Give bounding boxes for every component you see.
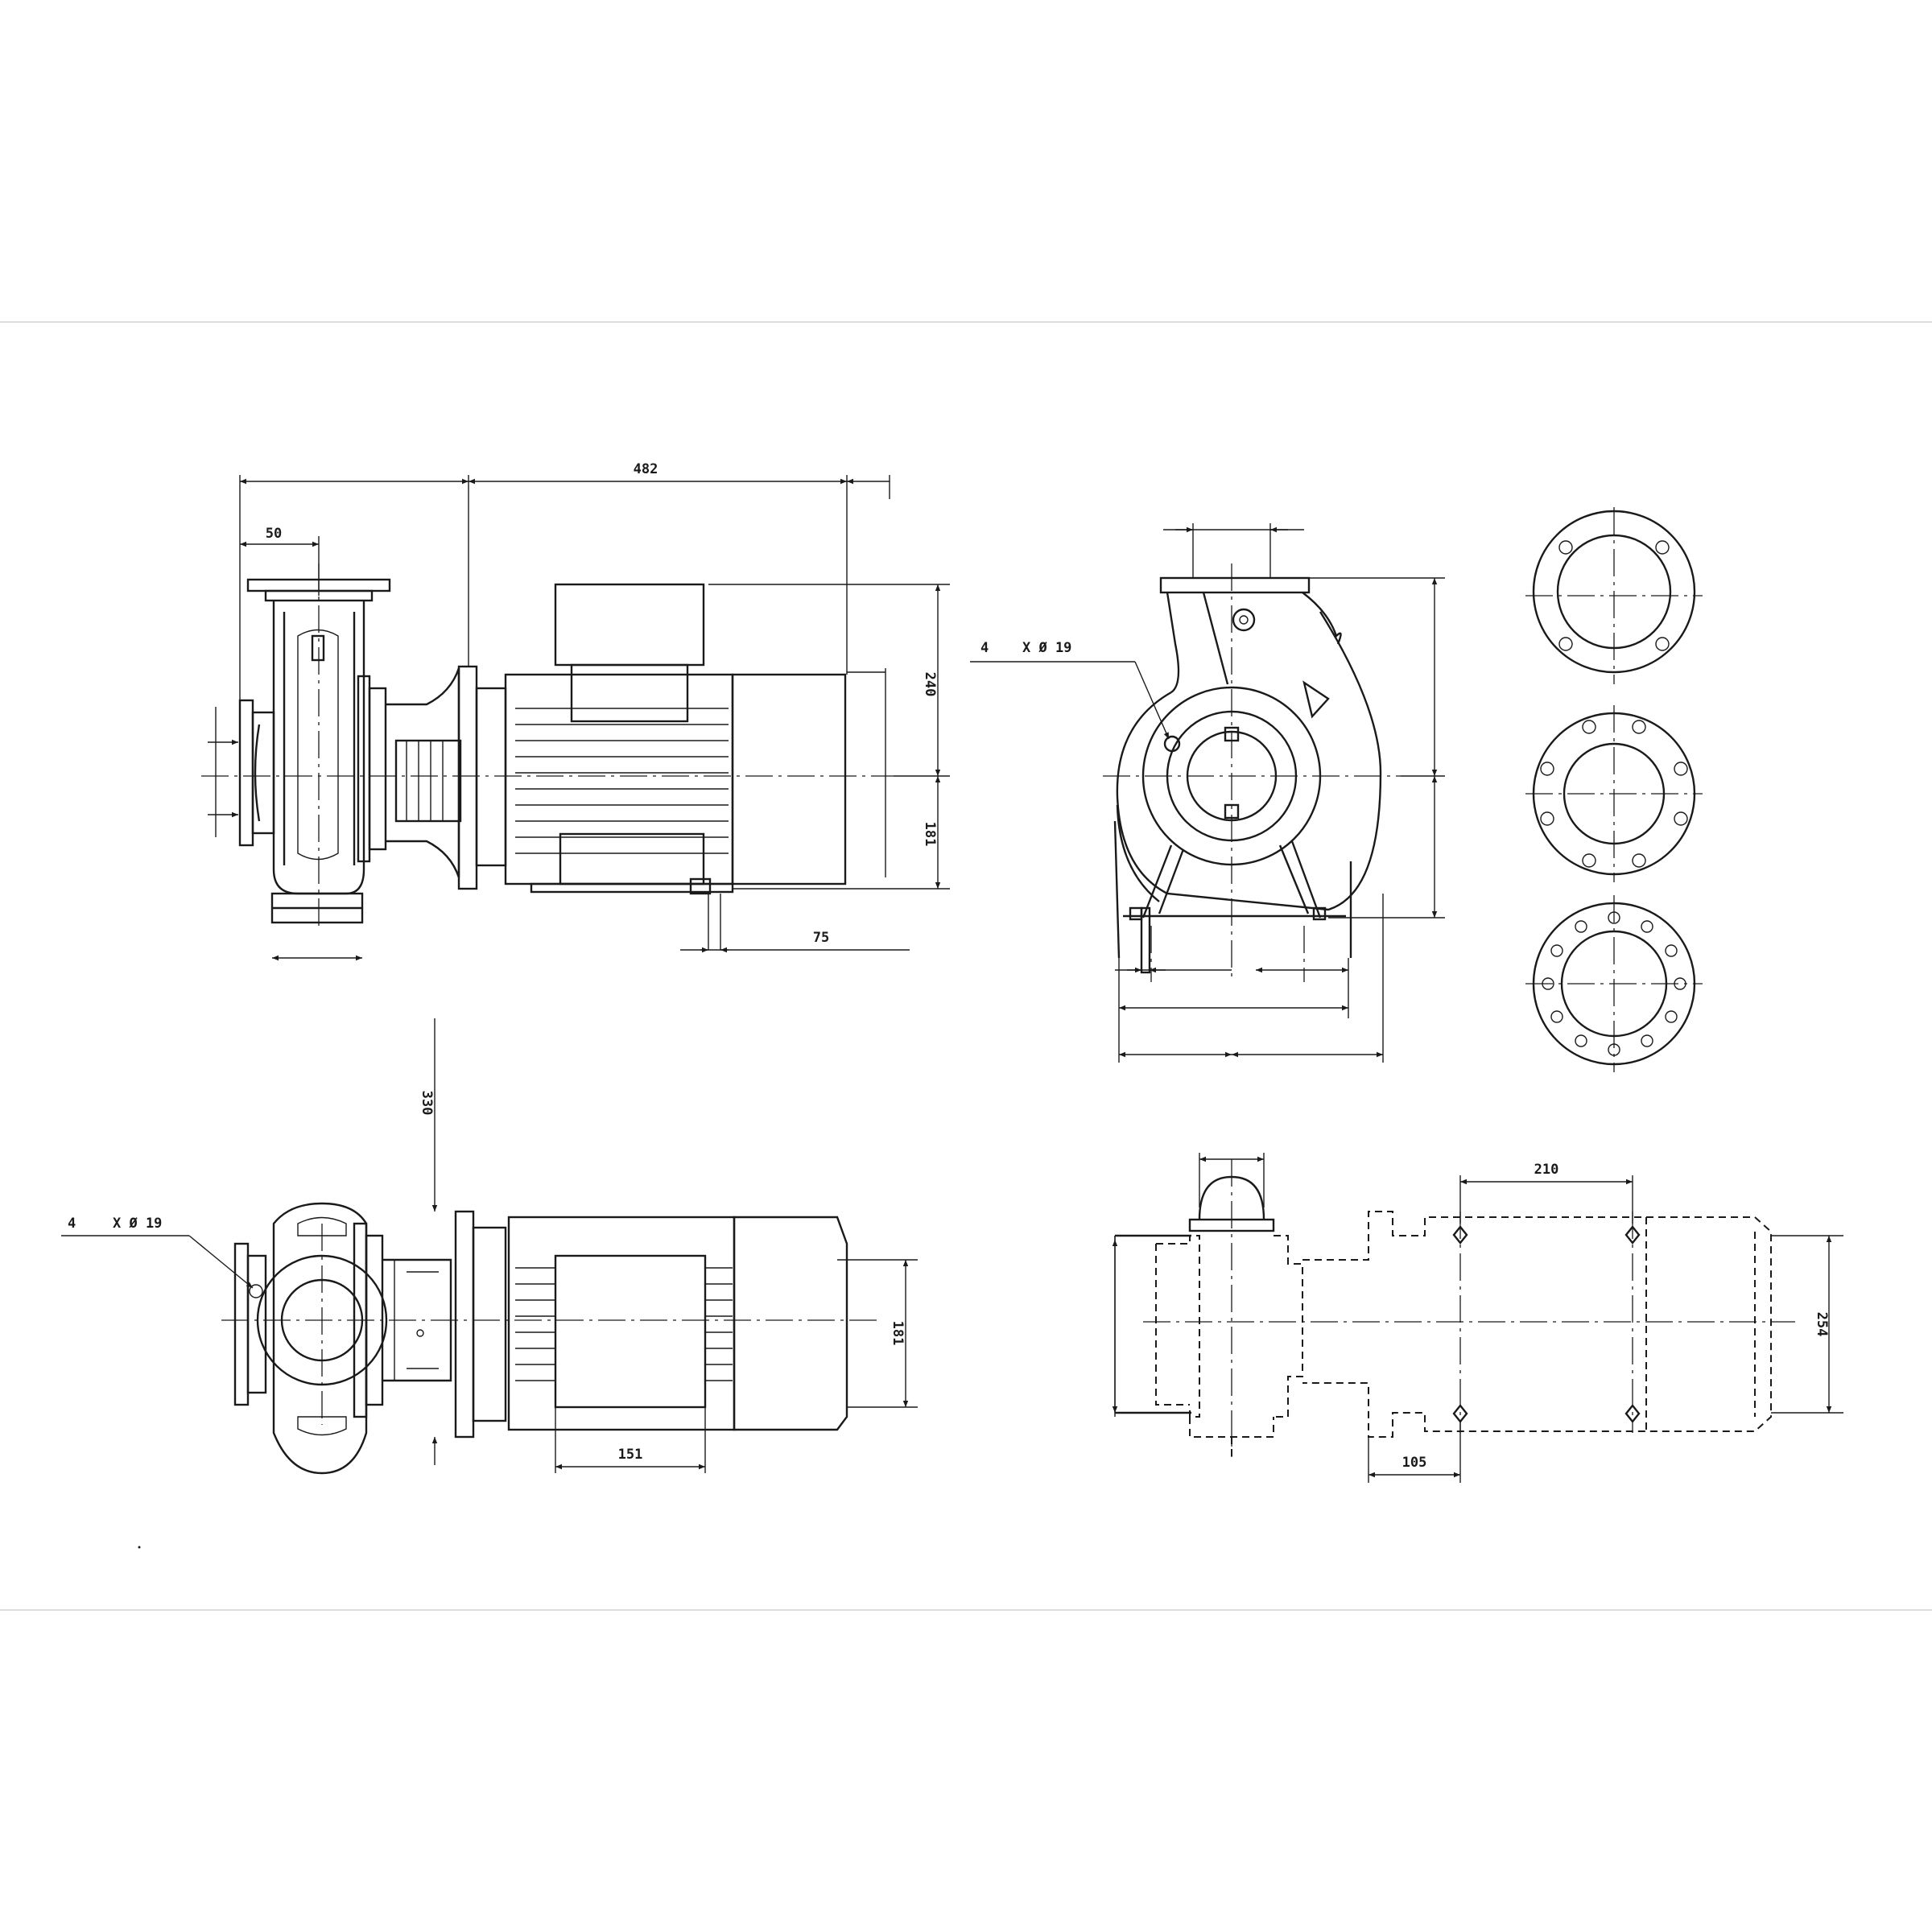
dim-suction-offset: 50 [266,526,282,542]
dim-foot-offset-plan: 105 [1402,1455,1427,1471]
dim-shaft-height: 181 [890,1321,906,1346]
dim-overall-length: 482 [634,461,658,477]
flange-12-holes [1525,895,1703,1072]
dim-motor-height-top: 240 [922,672,938,697]
holes-count-side: 4 [68,1216,76,1232]
holes-count-front: 4 [980,640,989,656]
plan-view-dimensions: 330 181 151 4 X Ø 19 [61,1018,918,1473]
base-plan-dimensions: 210 254 105 [1112,1153,1843,1483]
cooling-fins-plan [515,1267,733,1381]
plan-view [221,1202,877,1475]
side-elevation-dimensions: 482 50 240 181 75 [208,461,950,961]
dim-foot-offset: 75 [813,930,829,946]
front-view [1103,564,1401,982]
front-view-dimensions: 4 X Ø 19 [970,523,1445,1063]
flange-8-holes [1525,705,1703,882]
side-elevation-view [201,564,894,950]
flange-4-holes [1525,507,1703,684]
holes-spec-side: X Ø 19 [113,1216,162,1232]
dim-foot-length: 151 [618,1447,643,1463]
dim-view-height: 330 [419,1091,435,1116]
dim-bolt-spacing-x: 210 [1534,1162,1559,1178]
dim-motor-height-bottom: 181 [922,822,938,847]
holes-spec-front: X Ø 19 [1022,640,1071,656]
cooling-fins-side [515,708,729,854]
base-plan-view [1115,1159,1795,1457]
stray-dot [138,1546,141,1549]
dim-bolt-spacing-y: 254 [1814,1312,1830,1337]
